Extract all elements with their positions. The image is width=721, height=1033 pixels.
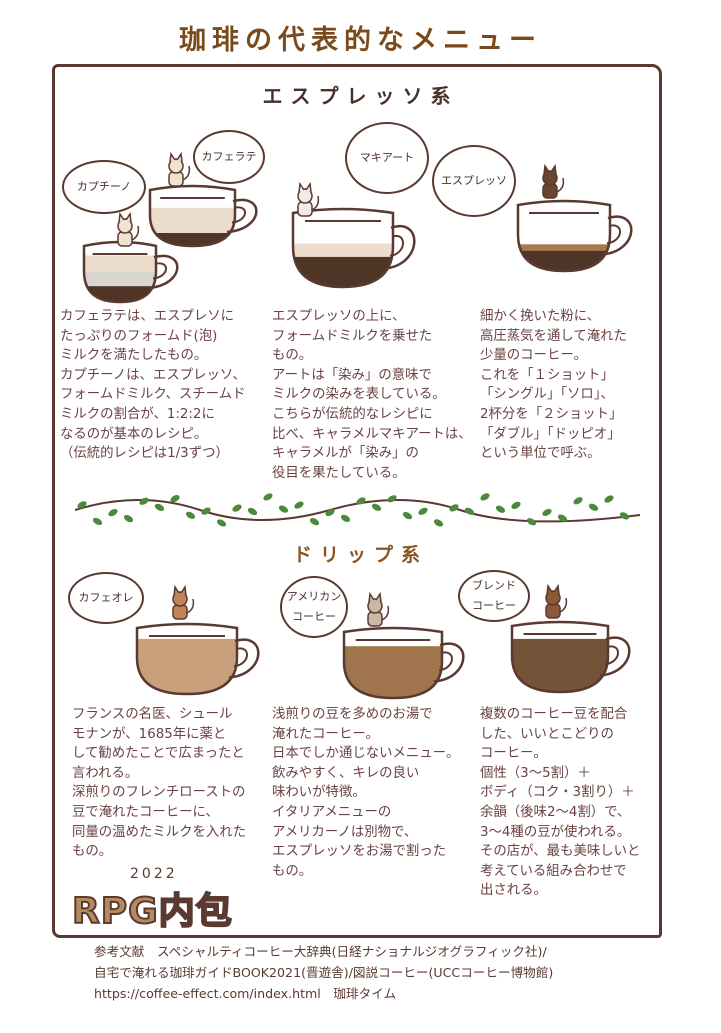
description-blend-coffee: 複数のコーヒー豆を配合 した、いいとこどりの コーヒー。 個性（3～5割）＋ ボ… [480,707,641,899]
cup-american [342,626,465,700]
leaf-icon [92,517,103,526]
leaf-icon [526,518,537,526]
leaf-icon [123,515,134,523]
leaf-icon [480,493,490,501]
cat-cafe-au-lait [172,584,195,620]
cat-cafe-latte [168,151,191,187]
leaf-icon [573,497,583,505]
leaf-icon [604,495,614,503]
references: 参考文献 スペシャルティコーヒー大辞典(日経ナショナルジオグラフィック社)/ 自… [94,944,554,1001]
cup-cafe-latte [148,184,258,248]
leaf-icon [557,514,568,522]
speech-bubble-blend-coffee: ブレンド コーヒー [458,570,530,622]
cat-macchiato [297,181,320,217]
cup-layer [344,645,442,698]
espresso-section-heading: エスプレッソ系 [262,84,459,108]
description-cafe-au-lait: フランスの名医、シュール モナンが、1685年に薬と して勧めたことで広まったと… [72,707,247,860]
cat-american [367,591,390,627]
leaf-icon [247,507,258,516]
speech-bubble-cappuccino: カプチーノ [62,160,146,214]
leaf-icon [108,508,118,517]
leaf-icon [216,519,227,527]
leaf-icon [619,512,630,520]
leaf-icon [588,503,599,511]
leaf-icon [464,507,475,515]
cup-espresso [516,199,633,273]
cup-layer [137,637,237,694]
leaf-icon [154,503,165,511]
leaf-icon [201,507,211,515]
cup-macchiato [291,207,416,289]
description-espresso: 細かく挽いた粉に、 高圧蒸気を通して淹れた 少量のコーヒー。 これを「１ショット… [480,309,627,462]
cup-layer [293,213,393,244]
leaf-icon [139,497,149,505]
page-title: 珈琲の代表的なメニュー [179,25,542,56]
cup-layer [84,271,156,287]
cup-layer [512,626,608,639]
logo: RPG内包 [71,890,233,933]
speech-bubble-espresso: エスプレッソ [432,145,516,217]
leaf-icon [185,511,196,519]
cup-blend [510,620,631,694]
cup-layer [84,254,156,273]
drip-section-heading: ドリップ系 [292,544,428,566]
leaf-icon [449,504,459,512]
leaf-icon [278,505,289,513]
leaf-icon [495,505,506,513]
leaf-icon [309,518,320,526]
speech-bubble-macchiato: マキアート [345,122,429,194]
leaf-icon [232,504,242,512]
description-cafe-latte-cappuccino: カフェラテは、エスプレソに たっぷりのフォームド(泡) ミルクを満たしたもの。 … [60,309,246,462]
leaf-icon [542,508,552,517]
leaf-icon [170,495,180,503]
content-frame [52,64,662,938]
cup-layer [512,637,608,692]
leaf-icon [402,511,413,520]
cat-espresso [542,163,565,199]
description-macchiato: エスプレッソの上に、 フォームドミルクを乗せた もの。 アートは「染み」の意味で… [272,309,472,481]
leaf-icon [371,503,382,511]
leaf-icon [387,495,397,503]
cup-layer [84,285,156,302]
leaf-icon [263,493,273,501]
cup-layer [293,242,393,257]
cup-layer [518,205,610,245]
leaf-icon [433,519,444,527]
cup-layer [518,243,610,251]
leaf-icon [294,501,304,509]
leaf-icon [511,501,521,509]
vine-divider [74,493,641,527]
cup-layer [518,249,610,271]
cup-cafe-au-lait [135,622,260,696]
leaf-icon [418,507,428,515]
cup-layer [137,628,237,639]
cat-cappuccino [117,211,140,247]
cup-cappuccino [82,240,179,304]
leaf-icon [325,508,335,517]
logo-year: 2022 [130,866,178,882]
leaf-icon [356,497,366,505]
speech-bubble-cafe-latte: カフェラテ [193,130,265,184]
description-american-coffee: 浅煎りの豆を多めのお湯で 淹れたコーヒー。 日本でしか通じないメニュー。 飲みや… [272,707,460,879]
cup-layer [293,255,393,287]
cup-layer [84,246,156,256]
leaf-icon [77,501,87,509]
speech-bubble-american-coffee: アメリカン コーヒー [280,576,348,638]
leaf-icon [340,514,351,522]
speech-bubble-cafe-au-lait: カフェオレ [68,572,144,624]
cup-layer [150,206,235,233]
cat-blend [545,583,568,619]
